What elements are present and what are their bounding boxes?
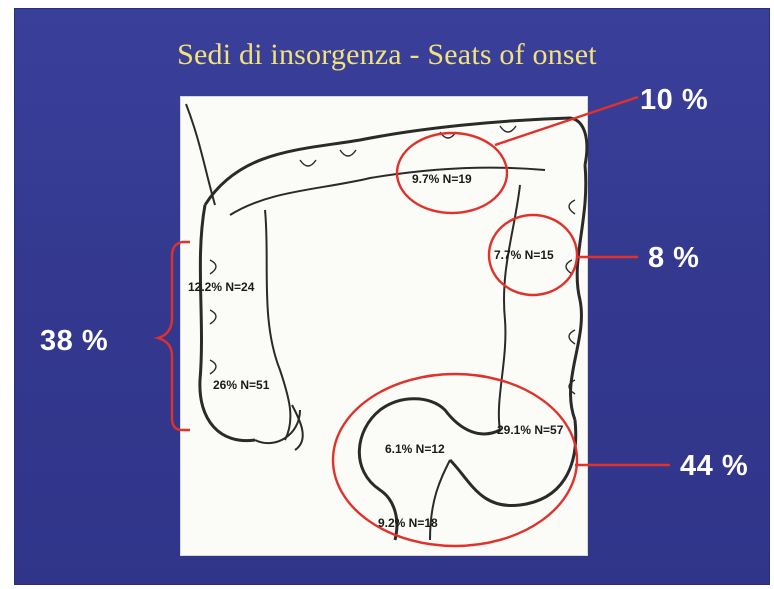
sigmoid-label: 29.1% N=57 [497,423,564,437]
transverse-label: 9.7% N=19 [412,172,472,186]
cecum-label: 26% N=51 [213,378,270,392]
callout-group [158,97,670,546]
sigmoid-rectum-percentage: 44 % [680,450,748,483]
segment-labels: 9.7% N=19 7.7% N=15 12.2% N=24 26% N=51 … [188,172,564,530]
right-side-percentage: 38 % [40,325,108,358]
ascending-label: 12.2% N=24 [188,280,255,294]
rectosigmoid-label: 6.1% N=12 [385,442,445,456]
rectum-label: 9.2% N=18 [378,516,438,530]
sigmoid-rectum-circle [333,374,577,546]
right-side-brace [158,242,190,430]
descending-percentage: 8 % [648,242,699,275]
right-transverse-percentage: 10 % [640,84,708,117]
colon-illustration [186,104,587,540]
descending-label: 7.7% N=15 [494,248,554,262]
